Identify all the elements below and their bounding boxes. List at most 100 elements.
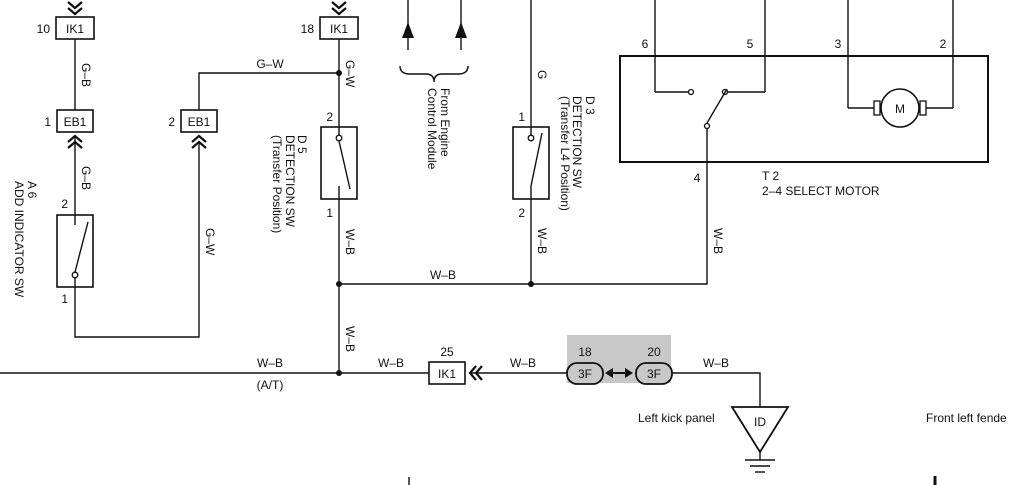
connector-label: IK1: [330, 22, 348, 36]
motor-icon: [880, 88, 920, 128]
junction-left-pin: 18: [578, 345, 592, 359]
wire-label-gw-left: G–W: [203, 228, 217, 256]
d5-switch: 2 1: [320, 110, 358, 220]
wire-label-wb-bottom-3: W–B: [510, 356, 536, 370]
t2-pin-6: 6: [642, 37, 649, 51]
junction-right-pin: 20: [647, 345, 661, 359]
switch-pin-bottom: 1: [61, 292, 68, 306]
connector-pin: 2: [168, 115, 175, 129]
connector-pin: 25: [440, 345, 454, 359]
wire-label-g-d3: G: [535, 70, 549, 79]
wire-gw-loop: [74, 143, 200, 338]
junction-connector-3f: 3F 3F 18 20: [566, 335, 673, 385]
switch-contact: [527, 134, 535, 142]
switch-blade: [74, 221, 89, 273]
arrow-up-icon: [455, 22, 467, 38]
a6-switch: 2 1: [56, 197, 94, 306]
switch-blade: [530, 132, 543, 187]
d5-detail: (Transfer Position): [270, 135, 284, 233]
switch-pin-top: 2: [326, 110, 333, 124]
d3-code: D 3: [583, 96, 597, 115]
ground-location: Left kick panel: [638, 411, 715, 425]
wire-label-wb-t2: W–B: [711, 228, 725, 254]
connector-pin: 18: [301, 22, 315, 36]
switch-blade: [338, 140, 351, 190]
junction-dot: [336, 70, 342, 76]
ground-triangle-icon: [730, 406, 790, 454]
a6-name: ADD INDICATOR SW: [12, 181, 26, 298]
wire-label-gw-horizontal: G–W: [256, 57, 284, 71]
connector-arrow-icon: [191, 134, 207, 149]
switch-pin-bottom: 1: [326, 206, 333, 220]
junction-shade: [567, 335, 671, 363]
junction-right-label: 3F: [647, 367, 661, 381]
connector-pin: 1: [44, 115, 51, 129]
connector-arrow-icon: [331, 1, 347, 16]
t2-select-motor: M 6 5 3 2 4: [619, 0, 989, 185]
a6-code: A 6: [25, 181, 39, 199]
switch-pin-bottom: 2: [518, 206, 525, 220]
ground-point: ID: [730, 406, 790, 473]
switch-pin-top: 2: [61, 197, 68, 211]
arrow-up-icon: [402, 22, 414, 38]
wire-label-gw-vertical: G–W: [343, 60, 357, 88]
ik1-top-mid-connector: IK1 18: [301, 1, 359, 40]
wire-label-wb-bus: W–B: [430, 268, 456, 282]
ecm-arrows: [399, 0, 469, 83]
junction-pin-box: [566, 362, 604, 385]
motor-housing: [619, 55, 989, 163]
switch-contact: [71, 271, 79, 279]
t2-name: 2–4 SELECT MOTOR: [762, 184, 880, 198]
motor-brush: [919, 100, 927, 116]
wire-label-wb-d5: W–B: [343, 229, 357, 255]
switch-contact: [687, 88, 695, 96]
eb1-left-connector: EB1 1: [44, 109, 94, 149]
ground-id: ID: [754, 415, 766, 429]
wire-label-wb-bottom-2: W–B: [378, 356, 404, 370]
junction-left-label: 3F: [578, 367, 592, 381]
d3-name: DETECTION SW: [570, 96, 584, 189]
arrow-right-icon: [625, 368, 633, 378]
motor-symbol: M: [895, 102, 905, 116]
d5-code: D 5: [295, 135, 309, 154]
arrow-left-icon: [605, 368, 613, 378]
connector-label: EB1: [64, 115, 87, 129]
d5-name: DETECTION SW: [283, 135, 297, 228]
wire-wb-bus: [339, 185, 708, 285]
ecm-note-line1: From Engine: [438, 88, 452, 157]
t2-pin-5: 5: [747, 37, 754, 51]
junction-dot: [336, 370, 342, 376]
wire-label-wb-bottom-left: W–B: [257, 356, 283, 370]
brace-icon: [399, 65, 469, 83]
connector-arrow-icon: [67, 1, 83, 16]
eb1-right-connector: EB1 2: [168, 109, 218, 149]
connector-label: EB1: [188, 115, 211, 129]
ground-location-right: Front left fende: [926, 411, 1007, 425]
wire-label-wb-vertical: W–B: [343, 326, 357, 352]
wire-label-gb-upper: G–B: [79, 63, 93, 87]
connector-box: [56, 109, 94, 133]
switch-blade: [706, 88, 728, 124]
ecm-note-line2: Control Module: [425, 88, 439, 170]
d3-switch: 1 2: [512, 110, 550, 220]
wire-gw-horizontal: [198, 72, 339, 110]
wire-label-wb-bottom-right: W–B: [703, 356, 729, 370]
d3-detail: (Transfer L4 Position): [558, 96, 572, 211]
connector-pin: 10: [37, 22, 51, 36]
connector-label: IK1: [66, 22, 84, 36]
t2-pin-2: 2: [940, 37, 947, 51]
connector-label: IK1: [438, 367, 456, 381]
wire-label-gb-lower: G–B: [79, 166, 93, 190]
t2-code: T 2: [762, 169, 779, 183]
switch-contact: [335, 134, 343, 142]
connector-box: [428, 361, 466, 385]
t2-pin-4: 4: [694, 171, 701, 185]
motor-brush: [873, 100, 881, 116]
ik1-bottom-connector: IK1 25: [428, 345, 483, 385]
wire-wb-to-ground: [672, 372, 761, 407]
t2-pin-3: 3: [835, 37, 842, 51]
wire-label-at: (A/T): [257, 378, 284, 392]
wire-label-wb-d3: W–B: [535, 228, 549, 254]
switch-contact: [703, 122, 711, 130]
